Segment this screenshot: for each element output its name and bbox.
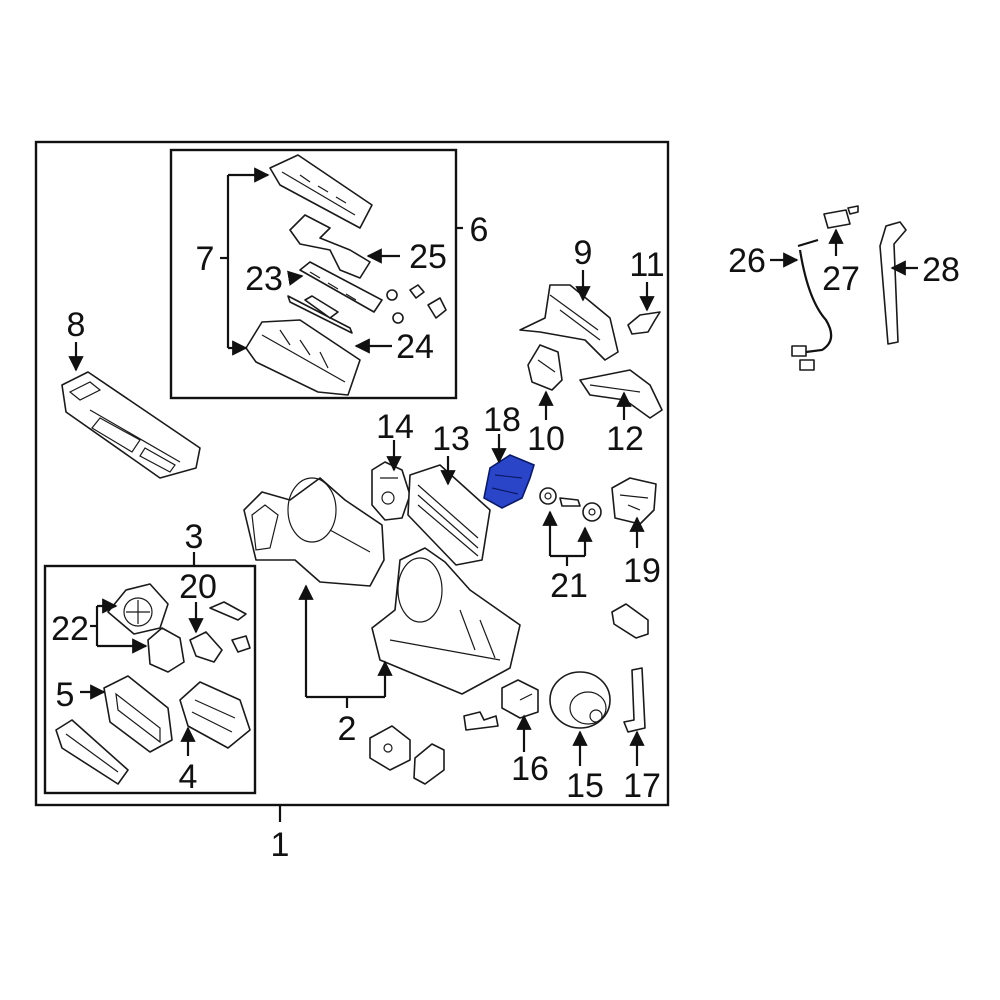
subassembly-3-frame [43, 564, 257, 795]
part-24-lower-case[interactable] [245, 319, 361, 396]
part-8-duct[interactable] [61, 371, 201, 479]
part-20-linkages[interactable] [189, 601, 251, 663]
part-26-harness[interactable] [791, 238, 833, 371]
callout-14[interactable]: 14 [376, 408, 414, 446]
part-4-blower-case[interactable] [179, 681, 251, 749]
callout-11[interactable]: 11 [629, 246, 664, 284]
callout-17[interactable]: 17 [623, 767, 661, 805]
callout-3[interactable]: 3 [185, 518, 204, 556]
callout-1[interactable]: 1 [271, 826, 290, 864]
part-16-resistor[interactable] [501, 679, 539, 719]
callout-19[interactable]: 19 [623, 552, 661, 590]
part-28-tube[interactable] [879, 221, 907, 345]
callout-21[interactable]: 21 [550, 567, 588, 605]
callout-20[interactable]: 20 [179, 568, 217, 606]
part-12-duct[interactable] [579, 369, 663, 419]
part-small-clip-top-right[interactable] [611, 603, 649, 639]
callout-5[interactable]: 5 [56, 676, 75, 714]
part-2-case-right[interactable] [371, 547, 521, 695]
part-22-motor[interactable] [147, 627, 185, 673]
part-11-bracket[interactable] [627, 311, 661, 335]
part-19-bracket[interactable] [611, 477, 657, 525]
part-18-control-module[interactable] [483, 454, 535, 509]
callout-26[interactable]: 26 [728, 242, 766, 280]
callout-10[interactable]: 10 [527, 420, 565, 458]
callout-9[interactable]: 9 [574, 234, 593, 272]
part-23-fasteners[interactable] [386, 284, 447, 324]
callout-6[interactable]: 6 [470, 211, 489, 249]
callout-4[interactable]: 4 [179, 758, 198, 796]
leader-lines [68, 167, 918, 822]
part-7-upper-case[interactable] [269, 154, 373, 229]
callout-13[interactable]: 13 [432, 420, 470, 458]
callout-27[interactable]: 27 [822, 260, 860, 298]
callout-23[interactable]: 23 [245, 260, 283, 298]
callout-labels: 1 2 3 4 5 6 7 8 9 10 11 12 13 14 15 16 1… [51, 211, 960, 864]
callout-15[interactable]: 15 [566, 767, 604, 805]
part-21-actuators[interactable] [539, 487, 602, 522]
callout-7[interactable]: 7 [196, 240, 215, 278]
callout-2[interactable]: 2 [338, 710, 357, 748]
part-17-strip[interactable] [623, 667, 646, 733]
part-2-case-left[interactable] [243, 477, 385, 587]
part-13-evaporator[interactable] [407, 464, 491, 566]
callout-16[interactable]: 16 [511, 750, 549, 788]
callout-18[interactable]: 18 [483, 401, 521, 439]
part-22-fan-housing[interactable] [107, 583, 169, 635]
part-motor-cap[interactable] [369, 725, 411, 771]
part-5-filter-frame[interactable] [103, 675, 173, 753]
part-15-blower-motor[interactable] [549, 671, 611, 729]
callout-25[interactable]: 25 [409, 238, 447, 276]
callout-22[interactable]: 22 [51, 610, 89, 648]
callout-12[interactable]: 12 [606, 420, 644, 458]
callout-28[interactable]: 28 [922, 251, 960, 289]
main-assembly-frame [34, 140, 670, 807]
part-14-door[interactable] [371, 461, 411, 521]
part-5-filter[interactable] [55, 719, 129, 785]
callout-8[interactable]: 8 [67, 306, 86, 344]
part-9-duct[interactable] [519, 284, 619, 361]
part-23-grille[interactable] [287, 261, 383, 334]
callout-24[interactable]: 24 [396, 328, 434, 366]
part-small-bracket-low[interactable] [413, 743, 445, 785]
part-10-door[interactable] [527, 344, 563, 391]
part-small-bracket-center[interactable] [463, 711, 499, 731]
part-27-sensor[interactable] [823, 205, 859, 229]
subassembly-6-frame [169, 148, 458, 400]
